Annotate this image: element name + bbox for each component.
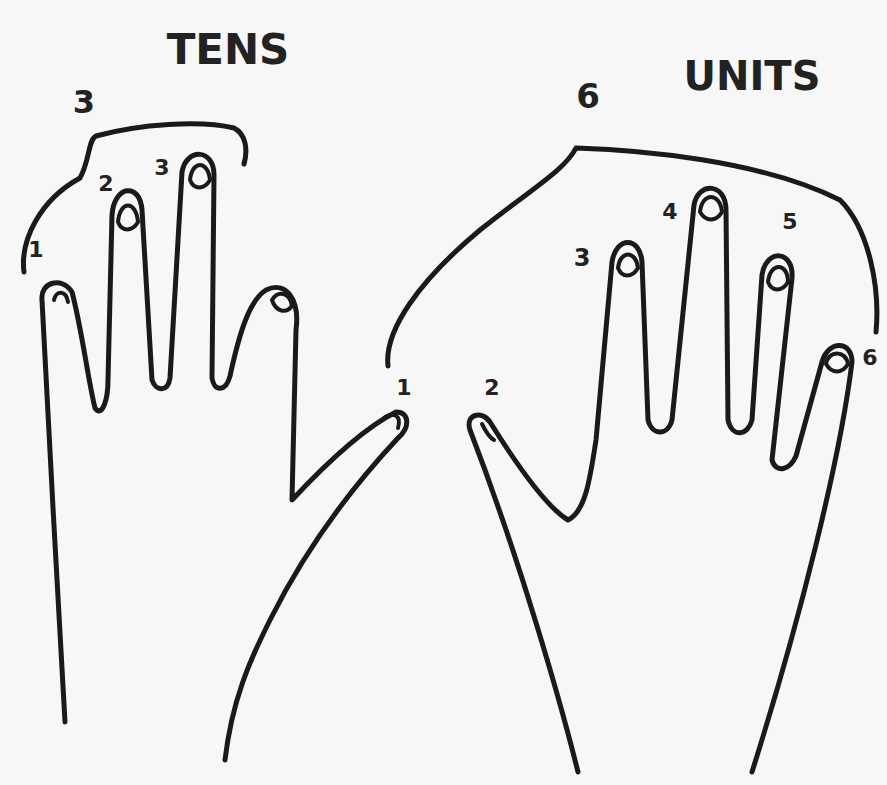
finger-number: 1: [396, 377, 411, 399]
units-bracket: [388, 148, 877, 366]
heading: UNITS: [684, 56, 821, 96]
finger-number: 3: [574, 246, 591, 270]
tens-bracket: [23, 124, 245, 272]
finger-number: 3: [154, 157, 169, 179]
left-hand: [42, 154, 407, 760]
finger-number: 1: [28, 239, 43, 261]
finger-number: 2: [98, 173, 113, 195]
heading: TENS: [167, 29, 290, 71]
finger-number: 5: [782, 211, 797, 233]
count-number: 3: [73, 86, 95, 118]
finger-number: 4: [662, 201, 677, 223]
finger-number: 6: [862, 347, 877, 369]
count-number: 6: [576, 79, 600, 113]
right-hand: [469, 188, 852, 772]
finger-number: 2: [484, 377, 499, 399]
